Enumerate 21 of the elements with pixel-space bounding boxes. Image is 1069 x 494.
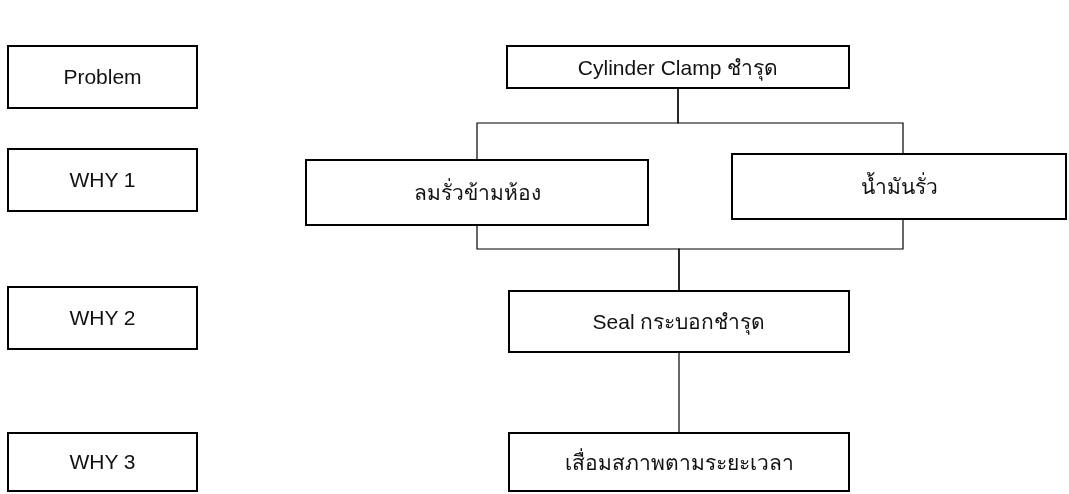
label-box bbox=[7, 286, 198, 350]
connector-line bbox=[678, 219, 904, 291]
box-text: น้ำมันรั่ว bbox=[860, 170, 938, 203]
cause-box bbox=[305, 159, 649, 226]
cause-box bbox=[508, 290, 850, 353]
box-text: เสื่อมสภาพตามระยะเวลา bbox=[564, 447, 794, 476]
box-text: Seal กระบอกชำรุด bbox=[592, 309, 766, 337]
box-text: Problem bbox=[63, 65, 142, 89]
cause-box bbox=[508, 432, 850, 492]
box-text: WHY 1 bbox=[69, 168, 136, 192]
box-text: WHY 2 bbox=[69, 306, 136, 330]
box-text: Cylinder Clamp ชำรุด bbox=[577, 54, 779, 83]
box-text: WHY 3 bbox=[69, 450, 136, 474]
connector-line bbox=[677, 88, 904, 154]
cause-box bbox=[506, 45, 850, 89]
label-box bbox=[7, 432, 198, 492]
label-box bbox=[7, 45, 198, 109]
connector-line bbox=[678, 352, 680, 433]
box-text: ลมรั่วข้ามห้อง bbox=[413, 176, 541, 209]
label-box bbox=[7, 148, 198, 212]
cause-box bbox=[731, 153, 1067, 220]
